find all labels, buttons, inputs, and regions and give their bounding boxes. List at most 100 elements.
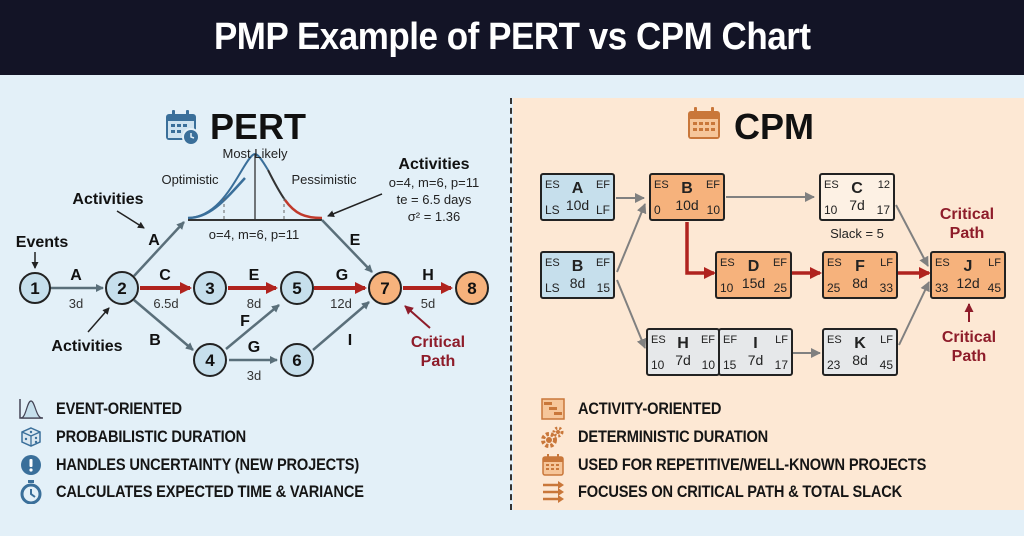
cpm-node-name: B [572,258,584,275]
callout-arrow [327,193,383,217]
pert-duration: 12d [330,296,352,311]
stopwatch-icon [18,480,44,504]
cpm-node-name: A [572,180,584,197]
cpm-node-corner-tr: EF [706,179,720,191]
calendar-icon [688,107,720,139]
pert-panel [0,76,512,536]
cpm-node-corner-tl: ES [654,179,669,191]
cpm-node-box [715,251,792,299]
cpm-node-corner-tl: ES [720,257,735,269]
pert-edge-label: E [350,232,361,249]
callout-arrow [87,307,110,333]
cpm-node-corner-tl: ES [827,257,842,269]
pert-duration: 3d [69,296,83,311]
pert-bell-curve: Most Likely Optimistic Pessimistic o=4, … [161,146,357,242]
critical-path-label: Critical [942,329,996,346]
cpm-feature: DETERMINISTIC DURATION [540,425,799,449]
cpm-node-corner-tr: LF [880,257,893,269]
cpm-node-name: B [681,180,693,197]
cpm-node-box [819,173,895,221]
cpm-node-corner-bl: 10 [720,281,734,295]
slack-label: Slack = 5 [830,226,884,241]
cpm-node-corner-br: 25 [774,281,788,295]
expected-time: te = 6.5 days [397,192,472,207]
pert-node-6: 6 [280,343,314,377]
most-likely-label: Most Likely [222,146,288,161]
gantt-icon [540,397,566,421]
pessimistic-label: Pessimistic [291,172,357,187]
pert-nodes: 1 2 3 4 5 6 7 8 [19,271,489,377]
pert-heading: PERT [166,106,306,147]
cpm-node-corner-bl: 10 [651,358,665,372]
cpm-node-corner-br: 10 [702,358,716,372]
pert-edge-label: F [240,313,250,330]
critical-path-label: Path [952,348,987,365]
calendar-clock-icon [166,110,200,146]
svg-text:8: 8 [467,279,476,298]
pert-edge-label: G [248,339,260,356]
svg-text:3: 3 [205,279,214,298]
svg-text:2: 2 [117,279,126,298]
pert-durations: 3d 6.5d 8d 12d 5d 3d [69,296,435,383]
cpm-node-name: C [851,180,863,197]
pert-node-8: 8 [455,271,489,305]
pert-edges [50,219,453,364]
cpm-node-corner-br: 10 [707,203,721,217]
pert-node-7: 7 [368,271,402,305]
cpm-panel [513,98,1024,510]
critical-path-label: Critical [940,206,994,223]
critical-path-label: Critical [411,334,465,351]
cpm-node-corner-br: 15 [597,281,611,295]
panel-divider [510,98,512,510]
pert-feature: HANDLES UNCERTAINTY (NEW PROJECTS) [18,453,408,477]
cpm-title: CPM [734,106,814,147]
cpm-node-corner-tr: 12 [878,179,890,191]
cpm-node-corner-tl: ES [935,257,950,269]
critical-path-arrow [404,305,431,329]
activities-callout-right: Activities [398,156,469,173]
cpm-node-corner-tl: ES [545,179,560,191]
pert-node-2: 2 [105,271,139,305]
cpm-node-corner-bl: LS [545,203,560,217]
curve-estimate-label: o=4, m=6, p=11 [209,227,299,242]
pert-callouts: Activities Events Activities Activities … [16,156,479,370]
cpm-feature: FOCUSES ON CRITICAL PATH & TOTAL SLACK [540,480,955,504]
svg-text:7: 7 [380,279,389,298]
pert-node-5: 5 [280,271,314,305]
pert-title: PERT [210,106,306,147]
pert-feature: PROBABILISTIC DURATION [18,425,277,449]
cpm-node-duration: 8d [852,275,868,291]
cpm-node-duration: 10d [675,197,698,213]
pert-edge-label: A [148,232,160,249]
pert-edge-label: C [159,267,171,284]
pert-edge-2-curve [133,221,185,277]
calendar-grid-icon [540,453,566,477]
pert-duration: 3d [247,368,261,383]
cpm-node-duration: 7d [748,352,764,368]
pert-feature: EVENT-ORIENTED [18,397,202,421]
pert-edge-label: H [422,267,434,284]
callout-arrow [116,210,145,229]
cpm-node-corner-bl: 15 [723,358,737,372]
cpm-node-corner-tl: ES [545,257,560,269]
cpm-node-corner-tr: EF [701,334,715,346]
cpm-node-corner-tr: LF [775,334,788,346]
pert-edge-6-7 [312,301,370,351]
pert-edge-label: E [249,267,260,284]
cpm-node-box [822,251,898,299]
pert-duration: 6.5d [153,296,178,311]
exclamation-icon [18,453,44,477]
gears-icon [540,425,566,449]
pert-edge-labels: A C E G H B F G I A E [70,232,434,356]
pert-feature: CALCULATES EXPECTED TIME & VARIANCE [18,480,414,504]
cpm-node-box [540,173,615,221]
cpm-callouts: Slack = 5 Critical Path Critical Path [830,206,996,365]
cpm-node-box [822,328,898,376]
pert-edge-label: G [336,267,348,284]
